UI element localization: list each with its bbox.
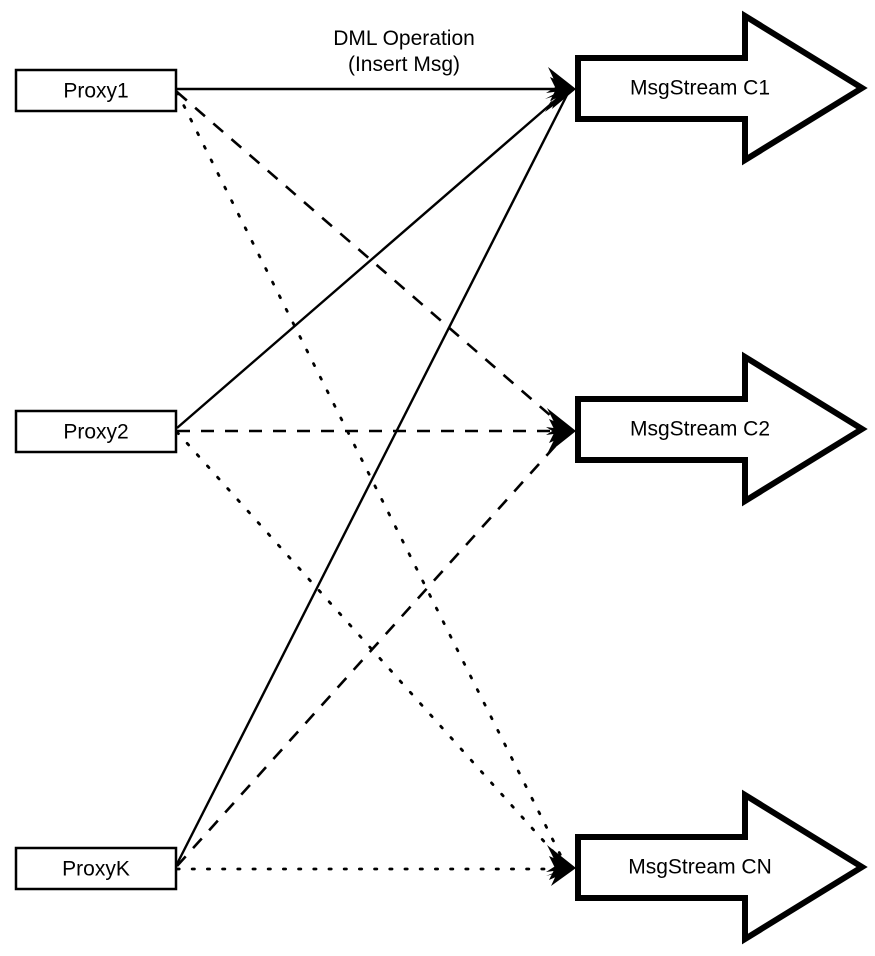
arrowhead-c1 xyxy=(545,67,576,112)
cn-label: MsgStream CN xyxy=(628,856,772,879)
proxy2-box[interactable] xyxy=(14,409,178,454)
proxy1-label: Proxy1 xyxy=(63,80,128,103)
edge-group-dashed-to-c2 xyxy=(176,91,567,867)
proxy2-label: Proxy2 xyxy=(63,421,128,444)
stream-node-c1[interactable]: MsgStream C1 xyxy=(575,10,868,166)
annotation-line-2: (Insert Msg) xyxy=(348,53,460,76)
stream-node-cn[interactable]: MsgStream CN xyxy=(575,789,868,945)
c2-block-arrow-shape[interactable] xyxy=(575,351,868,507)
c1-block-arrow-shape[interactable] xyxy=(575,10,868,166)
proxyk-label: ProxyK xyxy=(62,858,130,881)
c1-label: MsgStream C1 xyxy=(630,77,770,100)
c2-label: MsgStream C2 xyxy=(630,418,770,441)
edge-proxyk-to-c1 xyxy=(175,92,570,865)
annotation-line-1: DML Operation xyxy=(333,27,475,50)
stream-node-c2[interactable]: MsgStream C2 xyxy=(575,351,868,507)
arrowhead-cn xyxy=(546,845,576,886)
edge-proxyk-to-c2 xyxy=(176,433,567,867)
edge-group-solid-to-c1 xyxy=(175,87,570,865)
edge-proxy2-to-c1 xyxy=(176,90,567,429)
cn-block-arrow-shape[interactable] xyxy=(575,789,868,945)
proxyk-box[interactable] xyxy=(14,846,178,891)
arrowhead-c2 xyxy=(546,408,576,454)
proxy-node-proxy2[interactable]: Proxy2 xyxy=(14,409,178,454)
proxy-node-proxy1[interactable]: Proxy1 xyxy=(14,68,178,113)
proxy-node-proxyk[interactable]: ProxyK xyxy=(14,846,178,891)
arrowhead-group xyxy=(545,67,576,886)
edge-annotation-dml: DML Operation (Insert Msg) xyxy=(333,27,475,76)
proxy1-box[interactable] xyxy=(14,68,178,113)
